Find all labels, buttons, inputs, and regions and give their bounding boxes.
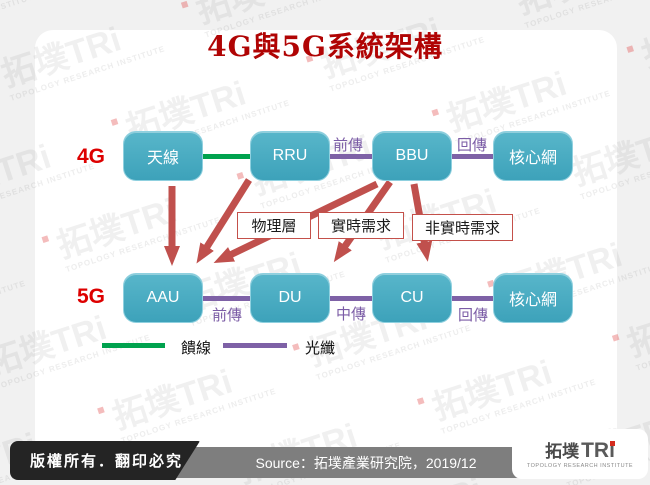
- node-bbu: BBU: [372, 131, 452, 181]
- tri-logo: 拓墣 TRi TOPOLOGY RESEARCH INSTITUTE: [512, 429, 648, 479]
- node-rru: RRU: [250, 131, 330, 181]
- row-label-5g: 5G: [77, 285, 106, 308]
- row-label-4g: 4G: [77, 145, 106, 168]
- logo-cn-text: 拓墣: [545, 441, 580, 461]
- split-label-realtime: 實時需求: [318, 212, 404, 239]
- copyright-text: 版權所有．翻印必究: [30, 453, 184, 470]
- node-antenna: 天線: [123, 131, 203, 181]
- node-core-5g: 核心網: [493, 273, 573, 323]
- fiber-line-4g-fronthaul: [330, 154, 372, 159]
- page-title: 4G與5G系統架構: [207, 30, 443, 63]
- legend-fiber-label: 光纖: [305, 340, 336, 357]
- fiber-line-4g-backhaul: [452, 154, 493, 159]
- fiber-line-5g-midhaul: [330, 296, 372, 301]
- logo-subtitle: TOPOLOGY RESEARCH INSTITUTE: [526, 462, 634, 469]
- logo-red-dot-icon: [609, 440, 615, 446]
- fiber-line-5g-fronthaul: [203, 296, 250, 301]
- feeder-line-4g: [203, 154, 250, 159]
- legend-feeder-swatch: [102, 343, 165, 348]
- source-text: Source：拓墣產業研究院，2019/12: [255, 454, 477, 471]
- fiber-line-5g-backhaul: [452, 296, 493, 301]
- node-cu: CU: [372, 273, 452, 323]
- tri-logo-wordmark: 拓墣 TRi: [545, 440, 615, 461]
- footer-copyright-bar: 版權所有．翻印必究: [10, 441, 200, 480]
- legend-feeder-label: 饋線: [181, 340, 212, 357]
- split-label-phy: 物理層: [237, 212, 311, 239]
- link-label-5g-fronthaul: 前傳: [212, 307, 243, 324]
- node-du: DU: [250, 273, 330, 323]
- node-aau: AAU: [123, 273, 203, 323]
- split-label-nonrealtime: 非實時需求: [412, 214, 513, 241]
- link-label-4g-backhaul: 回傳: [457, 137, 488, 154]
- link-label-5g-midhaul: 中傳: [336, 306, 367, 323]
- diagram-canvas: [35, 30, 617, 456]
- logo-tri-text: TRi: [581, 438, 615, 462]
- link-label-5g-backhaul: 回傳: [458, 307, 489, 324]
- link-label-4g-fronthaul: 前傳: [333, 137, 364, 154]
- node-core-4g: 核心網: [493, 131, 573, 181]
- legend-fiber-swatch: [223, 343, 287, 348]
